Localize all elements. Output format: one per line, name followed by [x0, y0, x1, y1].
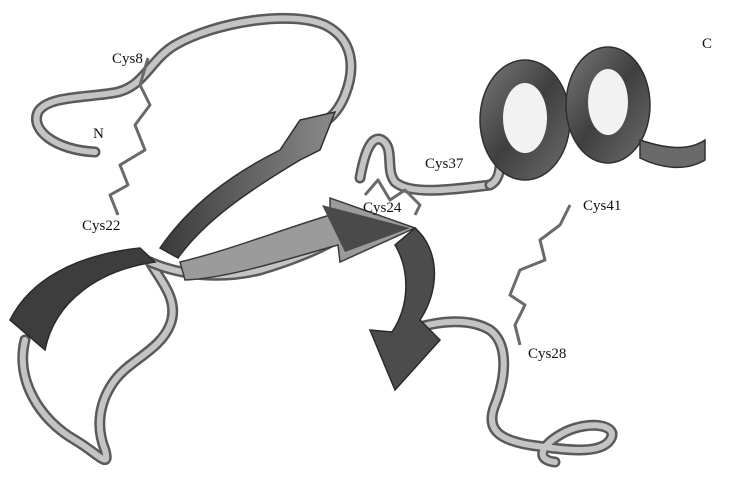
- alpha-helix: [480, 47, 705, 180]
- strand-lower-left: [10, 248, 155, 350]
- label-cys22: Cys22: [82, 218, 120, 234]
- label-cys8: Cys8: [112, 51, 143, 67]
- label-cys41: Cys41: [583, 198, 621, 214]
- label-cys24: Cys24: [363, 200, 402, 216]
- label-n-terminus: N: [93, 126, 104, 142]
- label-cys37: Cys37: [425, 156, 464, 172]
- helix-c-tail: [640, 140, 705, 167]
- label-cys28: Cys28: [528, 346, 566, 362]
- disulfide-cys28-cys41: [510, 205, 570, 345]
- label-c-terminus: C: [702, 36, 712, 52]
- strand-descending: [370, 228, 440, 390]
